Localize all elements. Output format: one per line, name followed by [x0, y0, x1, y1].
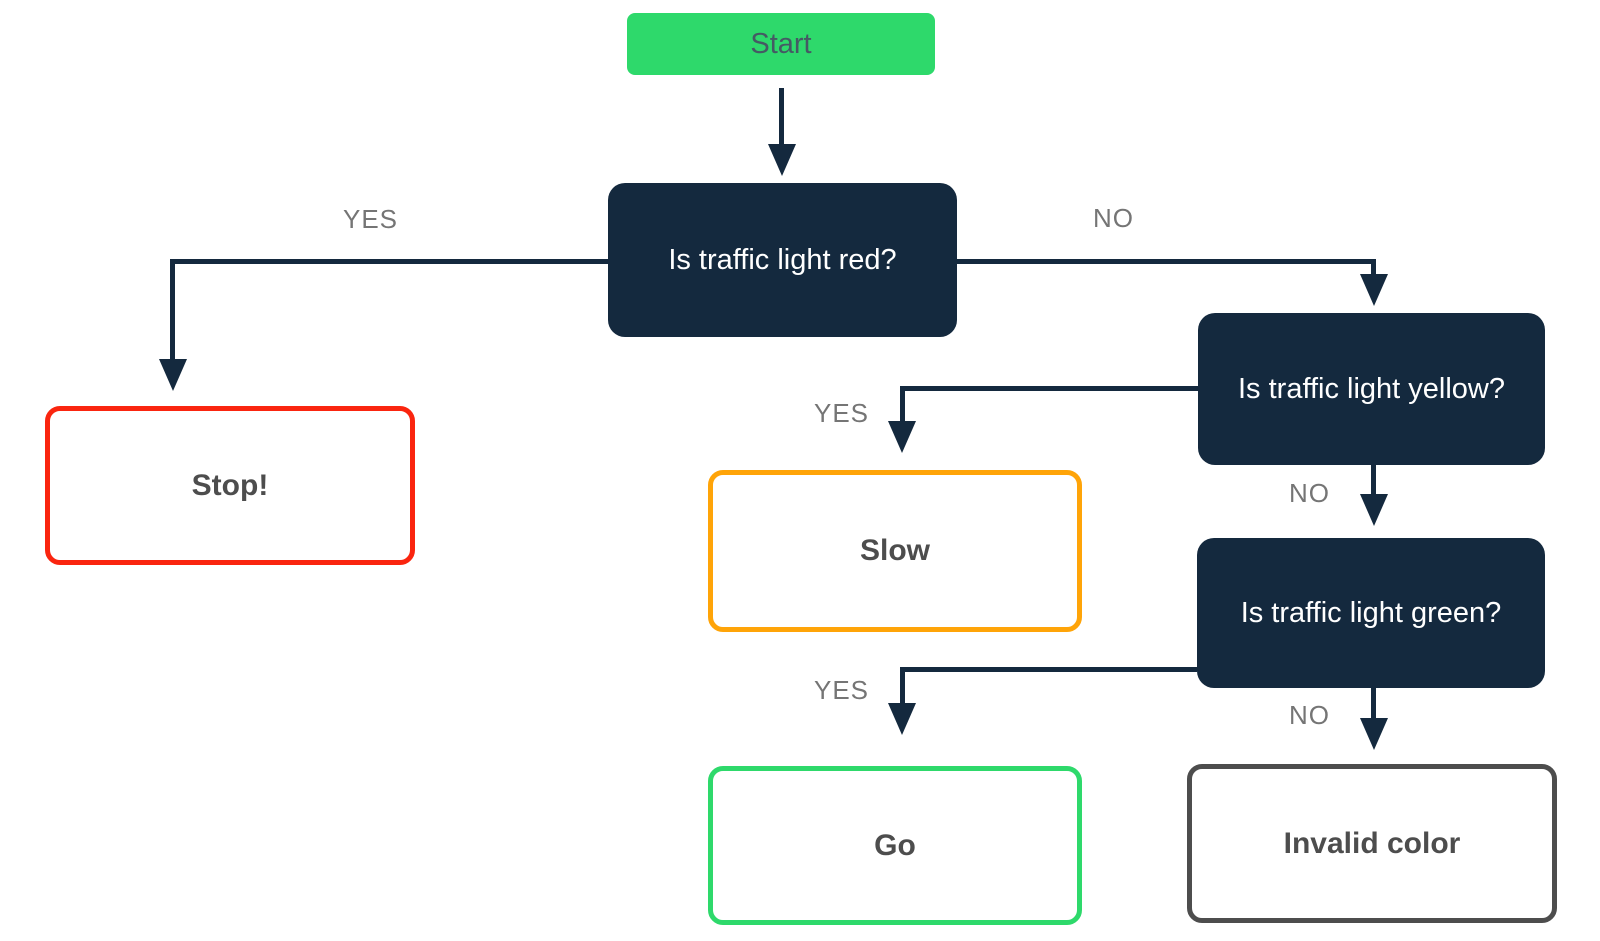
- node-question-red-label: Is traffic light red?: [668, 243, 897, 276]
- node-question-green: Is traffic light green?: [1197, 538, 1545, 688]
- edge-green-no-line-vertical: [1371, 688, 1376, 721]
- edge-red-yes-line-vertical: [170, 259, 175, 361]
- edge-yellow-yes-line-horizontal: [900, 386, 1198, 391]
- node-stop: Stop!: [45, 406, 415, 565]
- node-question-yellow: Is traffic light yellow?: [1198, 313, 1545, 465]
- node-start: Start: [627, 13, 935, 75]
- edge-label-yellow-no: NO: [1289, 478, 1330, 508]
- node-go: Go: [708, 766, 1082, 925]
- edge-green-yes-arrowhead-icon: [888, 703, 916, 735]
- node-question-red: Is traffic light red?: [608, 183, 957, 337]
- edge-red-no-line-horizontal: [957, 259, 1376, 264]
- edge-label-red-yes: YES: [343, 204, 399, 234]
- node-stop-label: Stop!: [191, 468, 269, 502]
- edge-red-no-arrowhead-icon: [1360, 274, 1388, 306]
- edge-label-green-no: NO: [1289, 700, 1330, 730]
- edge-yellow-yes-arrowhead-icon: [888, 421, 916, 453]
- edge-red-no-line-vertical: [1371, 259, 1376, 276]
- node-invalid-color: Invalid color: [1187, 764, 1557, 923]
- edge-red-yes-arrowhead-icon: [159, 359, 187, 391]
- node-invalid-color-label: Invalid color: [1283, 826, 1461, 860]
- node-go-label: Go: [874, 828, 916, 862]
- edge-label-yellow-yes: YES: [814, 398, 870, 428]
- edge-green-no-arrowhead-icon: [1360, 718, 1388, 750]
- node-question-green-label: Is traffic light green?: [1240, 596, 1502, 629]
- edge-start-to-red-arrowhead-icon: [768, 144, 796, 176]
- edge-label-green-yes: YES: [814, 675, 870, 705]
- edge-red-yes-line-horizontal: [170, 259, 608, 264]
- node-slow-label: Slow: [859, 534, 930, 567]
- node-slow: Slow: [708, 470, 1082, 632]
- edge-yellow-yes-line-vertical: [900, 386, 905, 423]
- edge-label-red-no: NO: [1093, 203, 1134, 233]
- edge-green-yes-line-vertical: [900, 667, 905, 705]
- edge-start-to-red-line: [779, 88, 784, 148]
- node-question-yellow-label: Is traffic light yellow?: [1237, 372, 1506, 405]
- edge-yellow-no-line-vertical: [1371, 465, 1376, 497]
- node-start-label: Start: [750, 27, 812, 60]
- edge-yellow-no-arrowhead-icon: [1360, 494, 1388, 526]
- edge-green-yes-line-horizontal: [900, 667, 1197, 672]
